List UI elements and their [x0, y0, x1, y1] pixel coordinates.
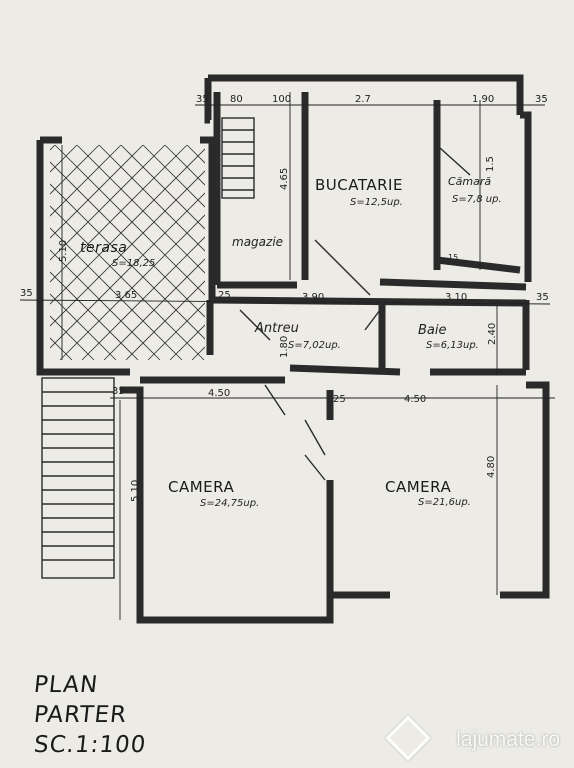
dim-mid-310: 3.10 — [445, 292, 467, 303]
room-camera-right-name: CAMERA — [385, 478, 451, 496]
exterior-walls — [36, 74, 550, 624]
plan-title-scale: SC.1:100 — [32, 732, 148, 758]
hatch-line — [50, 205, 205, 360]
dim-low-25: 25 — [333, 394, 346, 405]
dim-low-35: 35 — [112, 386, 125, 397]
dim-top-80: 80 — [230, 94, 243, 105]
dim-v-480: 4.80 — [486, 456, 497, 478]
hatch-line — [98, 145, 205, 252]
dim-v-180: 1.80 — [279, 336, 290, 358]
hatch-line — [103, 258, 205, 360]
room-terasa-name: terasa — [80, 240, 127, 256]
hatch-line — [142, 145, 205, 208]
room-magazie-name: magazie — [232, 235, 283, 249]
room-terasa-area: S=18,25 — [112, 258, 155, 269]
hatch-line — [50, 183, 205, 340]
dim-mid-35-left: 35 — [20, 288, 33, 299]
room-antreu-name: Antreu — [254, 321, 299, 336]
dim-low-450-left: 4.50 — [208, 388, 230, 399]
dim-mid-390: 3.90 — [302, 292, 324, 303]
watermark-text: lajumate.ro — [456, 728, 560, 751]
dim-mid-35-right: 35 — [536, 292, 549, 303]
room-camera-left-name: CAMERA — [168, 478, 234, 496]
hatch-line — [50, 145, 122, 217]
hatch-line — [50, 145, 56, 151]
hatch-line — [50, 145, 100, 195]
hatch-line — [76, 145, 205, 274]
dim-small-15: 15 — [448, 253, 458, 262]
plan-title-line-2: PARTER — [32, 702, 129, 728]
hatch-line — [50, 249, 161, 360]
hatch-line — [50, 170, 205, 327]
room-bucatarie-area: S=12,5up. — [350, 197, 403, 208]
dim-mid-25: 25 — [218, 290, 231, 301]
hatch-line — [50, 145, 166, 261]
hatch-line — [50, 271, 139, 360]
room-camera-right-area: S=21,6up. — [418, 497, 471, 508]
dim-v-15: 1.5 — [485, 156, 496, 172]
hatch-line — [50, 145, 188, 283]
room-camara-name: Cămară — [448, 175, 491, 188]
dim-top-190: 1.90 — [472, 94, 494, 105]
hatch-line — [120, 145, 205, 230]
hatch-line — [54, 145, 205, 296]
dim-v-510-camera: 5.10 — [130, 480, 141, 502]
dim-v-510-terasa: 5.10 — [58, 240, 69, 262]
interior-walls — [140, 92, 527, 600]
dim-top-27: 2.7 — [355, 94, 371, 105]
stairs-top — [221, 117, 255, 199]
hatch-line — [147, 302, 205, 360]
room-bucatarie-name: BUCATARIE — [315, 176, 403, 194]
hatch-line — [50, 315, 95, 360]
hatch-line — [125, 280, 205, 360]
room-baie-area: S=6,13up. — [426, 340, 479, 351]
terasa-hatch — [0, 145, 205, 360]
dim-top-35-left: 35 — [196, 94, 209, 105]
hatch-line — [50, 227, 183, 360]
room-baie-name: Baie — [418, 323, 447, 338]
room-camara-area: S=7,8 up. — [452, 194, 502, 205]
dim-mid-365: 3.65 — [115, 290, 137, 301]
hatch-line — [50, 293, 117, 360]
dim-low-450-right: 4.50 — [404, 394, 426, 405]
hatch-line — [59, 214, 205, 360]
hatch-line — [50, 161, 205, 318]
hatch-line — [50, 148, 205, 305]
hatch-line — [0, 145, 11, 360]
room-antreu-area: S=7,02up. — [288, 340, 341, 351]
dim-top-100: 100 — [272, 94, 291, 105]
stairs-left — [41, 377, 115, 579]
hatch-line — [50, 192, 205, 349]
hatch-line — [164, 145, 205, 186]
hatch-line — [0, 145, 33, 360]
plan-title-line-1: PLAN — [32, 672, 100, 698]
dim-v-465: 4.65 — [279, 168, 290, 190]
room-camera-left-area: S=24,75up. — [200, 498, 259, 509]
doors — [239, 147, 471, 481]
hatch-line — [81, 236, 205, 360]
dimension-lines — [19, 92, 555, 620]
hatch-line — [50, 145, 144, 239]
dim-top-35-right: 35 — [535, 94, 548, 105]
dim-v-240: 2.40 — [487, 323, 498, 345]
